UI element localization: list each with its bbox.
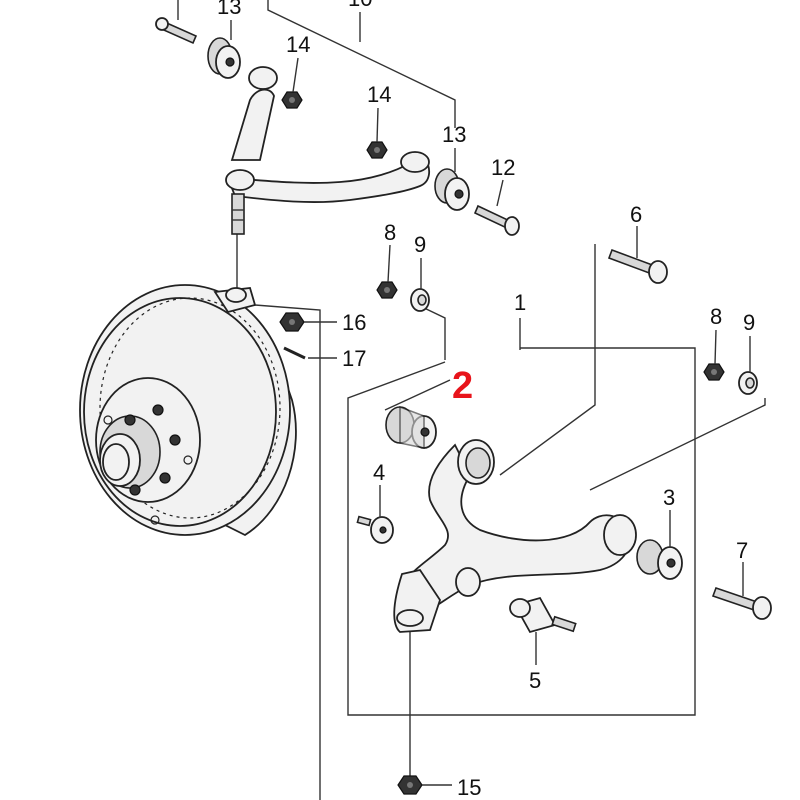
ball-joint-5 [509,596,577,634]
knuckle-top [213,287,321,393]
bolt-12-top [155,17,198,45]
callout-16: 16 [342,310,366,335]
callout-14: 14 [367,82,391,107]
nut-8-left [376,281,398,299]
bushing-3 [636,539,683,580]
callout-1: 1 [514,290,526,315]
washer-9-right [738,371,758,395]
callout-9: 9 [414,232,426,257]
callout-leaders [230,20,751,665]
brake-disc-hub [79,284,297,537]
bushing-2 [385,405,437,449]
callout-4: 4 [373,460,385,485]
nut-15 [397,775,423,795]
callout-13: 13 [442,122,466,147]
callout-12: 12 [491,155,515,180]
cotter-pin-17 [283,346,337,360]
upper-control-arm [225,66,431,235]
callout-14: 14 [286,32,310,57]
callout-7: 7 [736,538,748,563]
washer-9-left [410,288,430,312]
callout-17: 17 [342,346,366,371]
nut-14-top [281,91,303,109]
callout-labels: 10 13 14 14 13 12 8 9 6 1 16 17 8 9 2 4 … [217,0,755,800]
callout-2-highlighted: 2 [452,365,473,407]
callout-9: 9 [743,310,755,335]
callout-10: 10 [348,0,372,11]
callout-8: 8 [710,304,722,329]
nut-8-right [703,363,725,381]
bolt-12-right [473,204,520,236]
nut-16 [279,312,305,332]
callout-3: 3 [663,485,675,510]
lower-control-arm [393,439,637,633]
callout-8: 8 [384,220,396,245]
bushing-4 [356,515,394,544]
callout-5: 5 [529,668,541,693]
callout-6: 6 [630,202,642,227]
callout-13: 13 [217,0,241,19]
nut-14-mid [366,141,388,159]
bolt-6 [607,248,668,284]
bushing-13-top [207,37,241,79]
bolt-7 [711,586,772,620]
group-bracket-lines [177,0,766,800]
bushing-13-right [434,168,470,211]
callout-15: 15 [457,775,481,800]
